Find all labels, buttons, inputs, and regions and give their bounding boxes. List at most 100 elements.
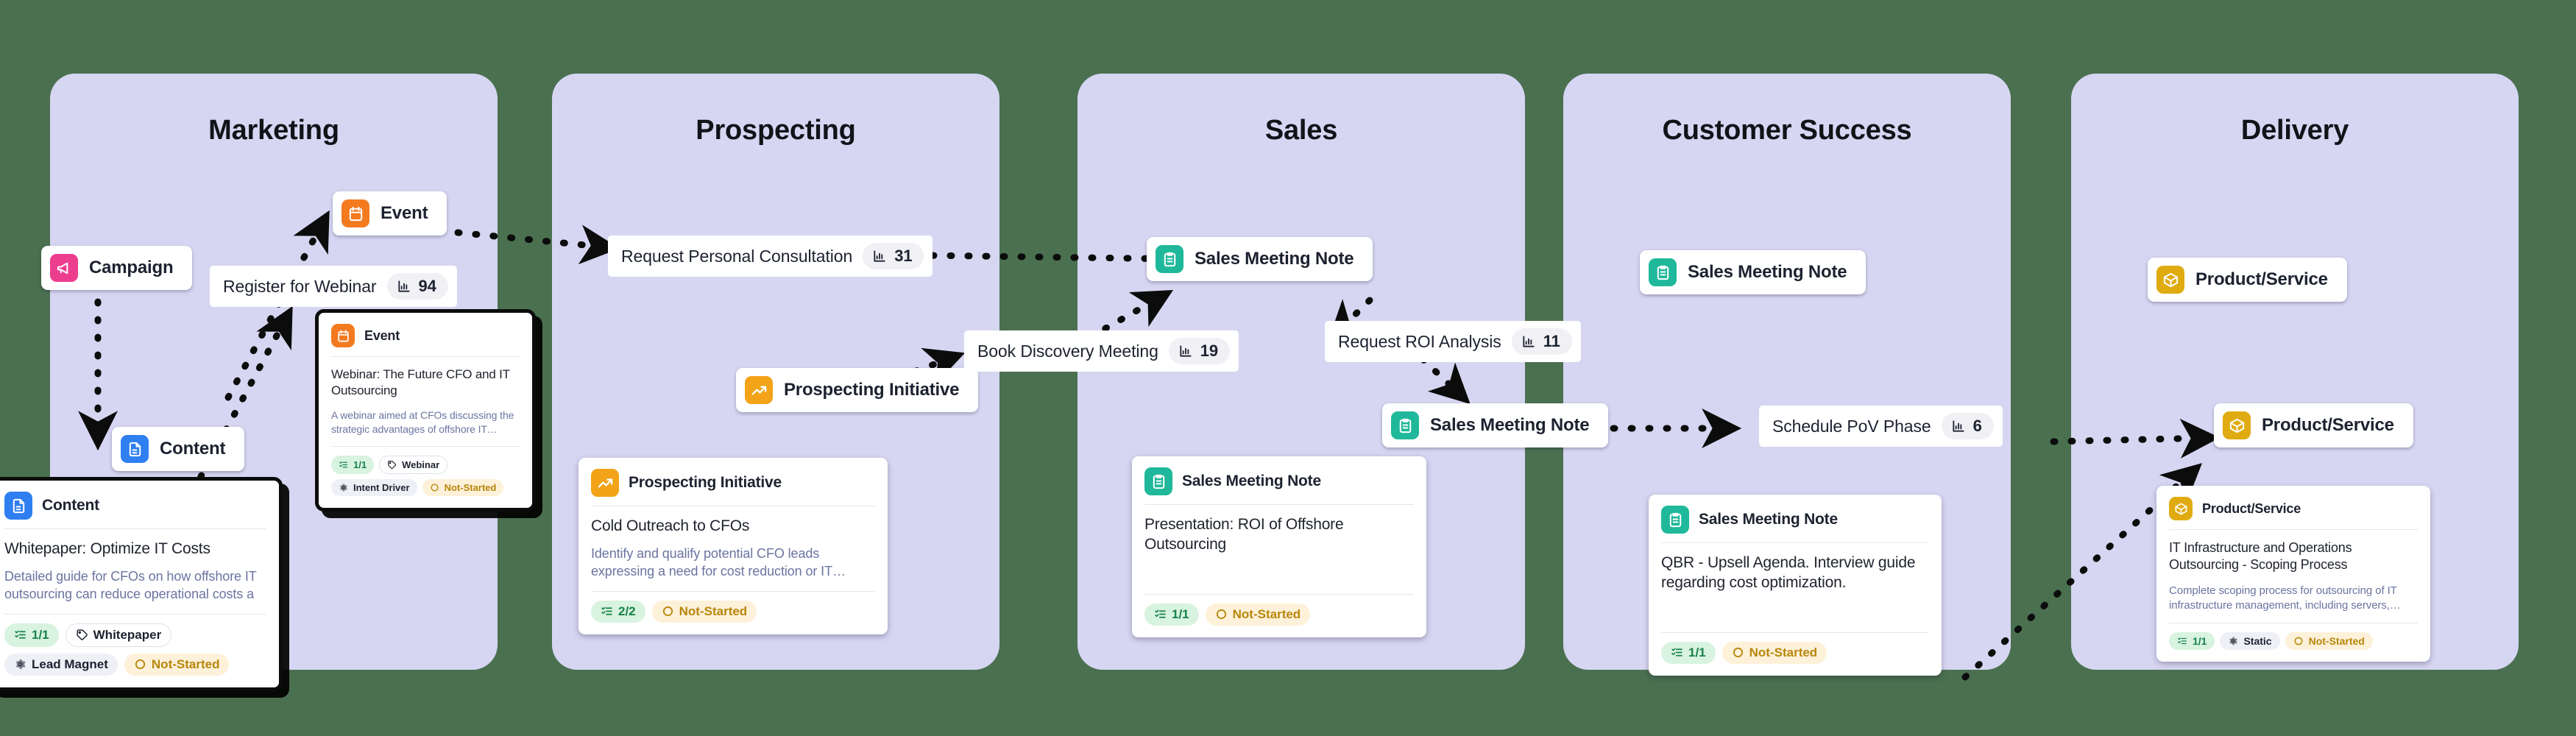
card-content[interactable]: Content Whitepaper: Optimize IT Costs De… (0, 477, 283, 691)
column-title-marketing: Marketing (208, 115, 339, 146)
card-title: QBR - Upsell Agenda. Interview guide reg… (1661, 554, 1916, 592)
edge-label: Request Personal Consultation (621, 246, 853, 266)
card-type-label: Sales Meeting Note (1699, 511, 1838, 528)
bar-chart-icon (874, 250, 885, 262)
card-cs-sales-meeting-note[interactable]: Sales Meeting Note QBR - Upsell Agenda. … (1649, 495, 1942, 676)
bar-chart-icon (1180, 345, 1192, 357)
checklist-icon (1671, 648, 1682, 657)
card-type-label: Event (364, 328, 400, 343)
card-title: Presentation: ROI of Offshore Outsourcin… (1144, 516, 1344, 553)
checklist-icon (339, 461, 347, 468)
edge-metric: 11 (1511, 328, 1572, 355)
node-label: Sales Meeting Note (1430, 415, 1590, 435)
calendar-icon (331, 324, 355, 347)
circle-icon (135, 659, 145, 670)
checklist-icon (15, 631, 26, 639)
chip-checklist-count: 1/1 (1661, 641, 1716, 664)
box-icon (2223, 411, 2251, 439)
card-event[interactable]: Event Webinar: The Future CFO and IT Out… (315, 309, 536, 512)
clipboard-icon (1649, 258, 1677, 286)
bar-chart-icon (397, 280, 410, 292)
column-title-delivery: Delivery (2240, 115, 2349, 146)
card-header: Content (4, 492, 266, 529)
node-event[interactable]: Event (333, 191, 447, 236)
gear-icon (340, 484, 347, 492)
chip-checklist-count: 1/1 (1144, 603, 1199, 626)
divider (1144, 593, 1414, 595)
calendar-icon (342, 199, 369, 227)
trend-up-icon (591, 469, 619, 497)
node-campaign[interactable]: Campaign (41, 246, 193, 290)
card-header: Event (331, 324, 520, 357)
node-label: Product/Service (2195, 269, 2328, 289)
trend-up-icon (745, 376, 773, 404)
card-title: Whitepaper: Optimize IT Costs (4, 540, 210, 557)
divider (1661, 631, 1929, 633)
card-sales-meeting-note[interactable]: Sales Meeting Note Presentation: ROI of … (1132, 456, 1426, 637)
clipboard-icon (1661, 506, 1689, 534)
edge-metric-value: 31 (894, 247, 913, 265)
node-product-service-2[interactable]: Product/Service (2214, 403, 2413, 447)
card-header: Product/Service (2169, 497, 2418, 530)
node-prospecting-initiative[interactable]: Prospecting Initiative (736, 368, 979, 412)
card-title: Cold Outreach to CFOs (591, 517, 750, 534)
divider (331, 446, 520, 447)
circle-icon (662, 606, 673, 617)
box-icon (2169, 497, 2193, 520)
node-label: Campaign (89, 258, 174, 277)
edge-request-personal-consultation[interactable]: Request Personal Consultation 31 (608, 236, 933, 277)
circle-icon (2294, 637, 2303, 645)
chip-gear: Intent Driver (331, 479, 417, 497)
checklist-icon (2178, 637, 2187, 645)
card-chips: 1/1 Static Not-Started (2169, 632, 2418, 651)
node-sales-meeting-note-1[interactable]: Sales Meeting Note (1147, 237, 1373, 281)
chip-status: Not-Started (124, 653, 230, 676)
clipboard-icon (1391, 411, 1419, 439)
card-product-service[interactable]: Product/Service IT Infrastructure and Op… (2156, 486, 2430, 662)
node-cs-sales-meeting-note[interactable]: Sales Meeting Note (1640, 250, 1866, 294)
chip-status: Not-Started (651, 600, 757, 623)
chip-tag: Webinar (379, 456, 448, 475)
tag-icon (77, 629, 88, 641)
edge-metric-value: 11 (1543, 332, 1560, 350)
edge-schedule-pov-phase[interactable]: Schedule PoV Phase 6 (1759, 406, 2003, 447)
card-chips: 1/1 Not-Started (1661, 641, 1929, 664)
edge-request-roi-analysis[interactable]: Request ROI Analysis 11 (1325, 321, 1581, 362)
card-description: A webinar aimed at CFOs discussing the s… (331, 409, 514, 435)
chip-status: Not-Started (1205, 603, 1311, 626)
chip-checklist-count: 1/1 (4, 623, 59, 647)
card-description: Complete scoping process for outsourcing… (2169, 584, 2401, 612)
card-description (1661, 603, 1929, 622)
edge-metric-value: 19 (1200, 342, 1219, 360)
node-product-service-1[interactable]: Product/Service (2148, 258, 2347, 302)
edge-label: Request ROI Analysis (1338, 331, 1501, 351)
clipboard-icon (1144, 467, 1172, 495)
clipboard-icon (1156, 245, 1183, 273)
node-label: Prospecting Initiative (784, 380, 960, 400)
column-title-prospecting: Prospecting (696, 115, 856, 146)
chip-gear: Static (2220, 632, 2280, 651)
card-prospecting-initiative[interactable]: Prospecting Initiative Cold Outreach to … (578, 458, 888, 634)
column-title-sales: Sales (1264, 115, 1338, 146)
megaphone-icon (50, 254, 78, 282)
node-content[interactable]: Content (112, 427, 245, 471)
card-type-label: Sales Meeting Note (1182, 473, 1321, 489)
node-label: Event (381, 203, 428, 223)
chip-checklist-count: 1/1 (331, 456, 375, 475)
node-label: Product/Service (2262, 415, 2394, 435)
circle-icon (1733, 648, 1743, 658)
card-type-label: Product/Service (2202, 500, 2301, 516)
edge-register-for-webinar[interactable]: Register for Webinar 94 (210, 266, 457, 307)
edge-label: Schedule PoV Phase (1772, 416, 1931, 436)
card-chips: 1/1 Not-Started (1144, 603, 1414, 626)
card-description: Identify and qualify potential CFO leads… (591, 546, 846, 579)
edge-book-discovery-meeting[interactable]: Book Discovery Meeting 19 (964, 330, 1239, 372)
card-description: Detailed guide for CFOs on how offshore … (4, 569, 257, 602)
chip-checklist-count: 2/2 (591, 600, 645, 623)
circle-icon (431, 484, 439, 492)
chip-checklist-count: 1/1 (2169, 632, 2215, 651)
card-title: IT Infrastructure and Operations Outsour… (2169, 540, 2352, 573)
node-sales-meeting-note-2[interactable]: Sales Meeting Note (1382, 403, 1609, 447)
edge-metric: 94 (386, 273, 448, 300)
